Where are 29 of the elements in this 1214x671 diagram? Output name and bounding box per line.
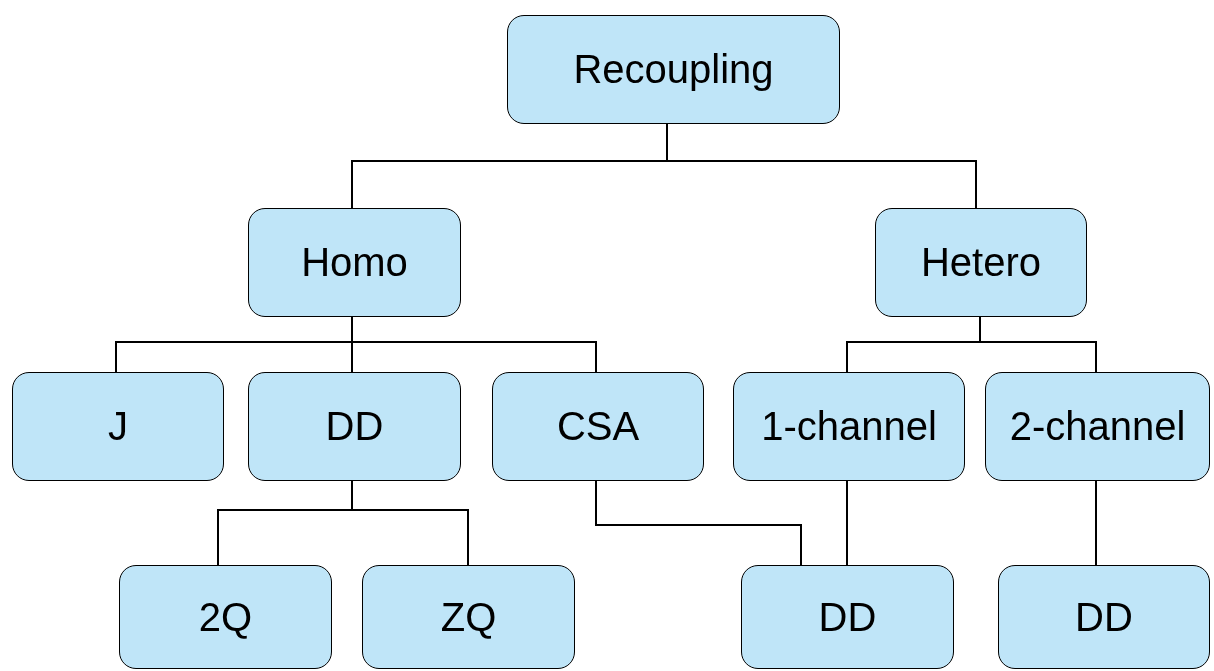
category-box [492,372,704,481]
category-box [248,372,461,481]
connector-line [846,480,848,566]
category-box [362,565,575,669]
category-label: DD [1075,594,1133,640]
category-label: J [108,404,128,449]
category-box [741,565,954,669]
category-box [12,372,224,481]
connector-line [351,316,597,373]
connector-line [595,480,802,566]
category-label: DD [325,404,384,449]
category-label: Homo [301,240,408,285]
category-label: DD [818,594,877,640]
category-label: 2-channel [1009,404,1186,449]
connector-line [1095,480,1097,566]
category-label: 2Q [198,594,253,640]
connector-line [979,316,1097,373]
category-box [507,15,840,124]
category-box [733,372,965,481]
category-label: Hetero [920,240,1042,285]
category-label: Recoupling [573,47,774,92]
category-box [998,565,1210,669]
category-label: ZQ [440,594,497,640]
category-label: CSA [556,404,640,449]
category-label: 1-channel [761,404,937,449]
category-box [875,208,1087,317]
category-box [248,208,461,317]
category-box [119,565,332,669]
category-box [985,372,1210,481]
